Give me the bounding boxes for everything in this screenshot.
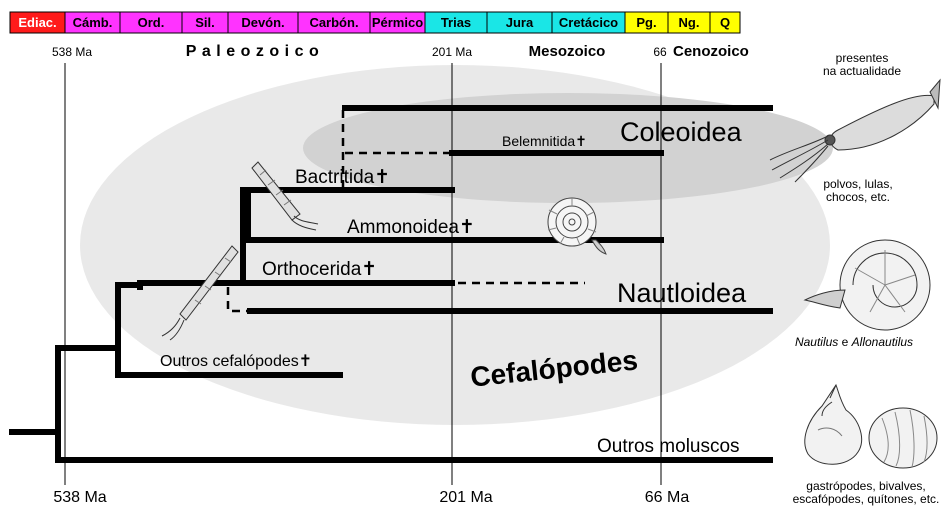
period-label: Cretácico [559, 15, 618, 30]
label-outros-moluscos: Outros moluscos [597, 436, 740, 457]
extinct-mark-bactritida: ✝ [374, 167, 390, 188]
label-nautiloidea: Nautloidea [617, 278, 747, 308]
bactritida-name: Bactritida [295, 167, 375, 188]
time-marker-bottom-538: 538 Ma [53, 489, 106, 506]
nautilus-genus-1: Nautilus [795, 335, 838, 349]
period-label: Trias [441, 15, 471, 30]
period-label: Pérmico [372, 15, 423, 30]
label-orthocerida: Orthocerida✝ [262, 259, 377, 280]
label-ammonoidea: Ammonoidea✝ [347, 217, 475, 238]
orthocerida-name: Orthocerida [262, 259, 362, 280]
label-belemnitida: Belemnitida✝ [502, 133, 587, 149]
time-marker-top-66: 66 [653, 45, 667, 59]
extinct-mark-belemnitida: ✝ [575, 133, 587, 149]
caption-molluscs-2: escafópodes, quítones, etc. [793, 492, 940, 506]
ammonoidea-name: Ammonoidea [347, 217, 459, 238]
era-mesozoic: Mesozoico [529, 43, 606, 60]
period-label: Ng. [679, 15, 700, 30]
era-cenozoic: Cenozoico [673, 43, 749, 60]
nautilus-genus-2: Allonautilus [851, 335, 913, 349]
label-coleoidea: Coleoidea [620, 117, 743, 147]
extinct-mark-outros: ✝ [299, 353, 312, 370]
label-bactritida: Bactritida✝ [295, 167, 390, 188]
outros-cefalopodes-name: Outros cefalópodes [160, 353, 299, 370]
caption-molluscs-1: gastrópodes, bivalves, [806, 479, 925, 493]
caption-coleoid-1: polvos, lulas, [823, 177, 892, 191]
snail-icon [805, 385, 862, 464]
period-label: Cámb. [73, 15, 113, 30]
era-paleozoic: Paleozoico [186, 43, 325, 60]
caption-nautilus: Nautilus e Allonautilus [795, 335, 913, 349]
label-outros-cefalopodes: Outros cefalópodes✝ [160, 353, 312, 370]
caption-present-2: na actualidade [823, 64, 901, 78]
time-marker-bottom-66: 66 Ma [645, 489, 690, 506]
period-label: Carbón. [309, 15, 358, 30]
period-bar: Ediac. Cámb. Ord. Sil. Devón. Carbón. Pérmico T… [10, 12, 740, 33]
time-marker-top-201: 201 Ma [432, 45, 472, 59]
period-label: Ord. [138, 15, 165, 30]
period-label: Ediac. [18, 15, 56, 30]
time-marker-top-538: 538 Ma [52, 45, 92, 59]
nautilus-and: e [838, 335, 851, 349]
period-label: Sil. [195, 15, 215, 30]
belemnitida-name: Belemnitida [502, 133, 575, 149]
clam-icon [869, 408, 937, 468]
period-label: Jura [506, 15, 534, 30]
period-label: Q [720, 15, 730, 30]
extinct-mark-ammonoidea: ✝ [459, 217, 475, 238]
caption-present-1: presentes [836, 51, 889, 65]
caption-coleoid-2: chocos, etc. [826, 190, 890, 204]
period-label: Devón. [241, 15, 284, 30]
period-label: Pg. [636, 15, 656, 30]
time-marker-bottom-201: 201 Ma [439, 489, 492, 506]
extinct-mark-orthocerida: ✝ [361, 259, 377, 280]
